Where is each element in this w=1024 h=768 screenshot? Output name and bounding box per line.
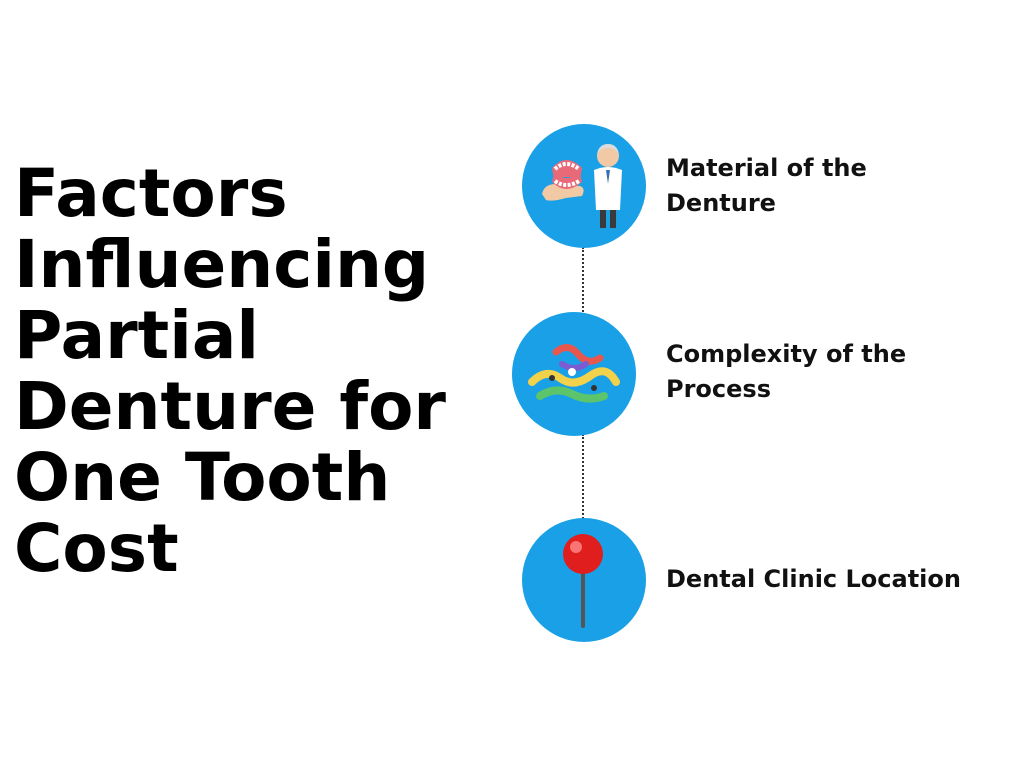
title-line: Influencing <box>14 226 430 303</box>
factor-label-line: Process <box>666 375 771 403</box>
map-pin-icon <box>563 534 603 628</box>
factor-label-line: Complexity of the <box>666 340 907 368</box>
factor-label-line: Material of the <box>666 154 867 182</box>
factor-node-complexity <box>512 312 636 436</box>
page-title: Factors Influencing Partial Denture for … <box>14 158 446 584</box>
connector-line <box>582 434 584 519</box>
title-line: One Tooth <box>14 439 391 516</box>
factor-label-complexity: Complexity of the Process <box>666 337 906 407</box>
title-line: Partial <box>14 297 260 374</box>
dentist-dentures-icon <box>542 144 622 228</box>
factor-label-location: Dental Clinic Location <box>666 562 961 597</box>
factor-label-line: Dental Clinic Location <box>666 565 961 593</box>
factor-node-location <box>522 518 646 642</box>
title-line: Cost <box>14 510 179 587</box>
maze-path-icon <box>528 344 620 403</box>
factor-label-material: Material of the Denture <box>666 151 867 221</box>
connector-line <box>582 247 584 312</box>
title-line: Denture for <box>14 368 446 445</box>
title-line: Factors <box>14 155 288 232</box>
factor-node-material <box>522 124 646 248</box>
factor-label-line: Denture <box>666 189 776 217</box>
